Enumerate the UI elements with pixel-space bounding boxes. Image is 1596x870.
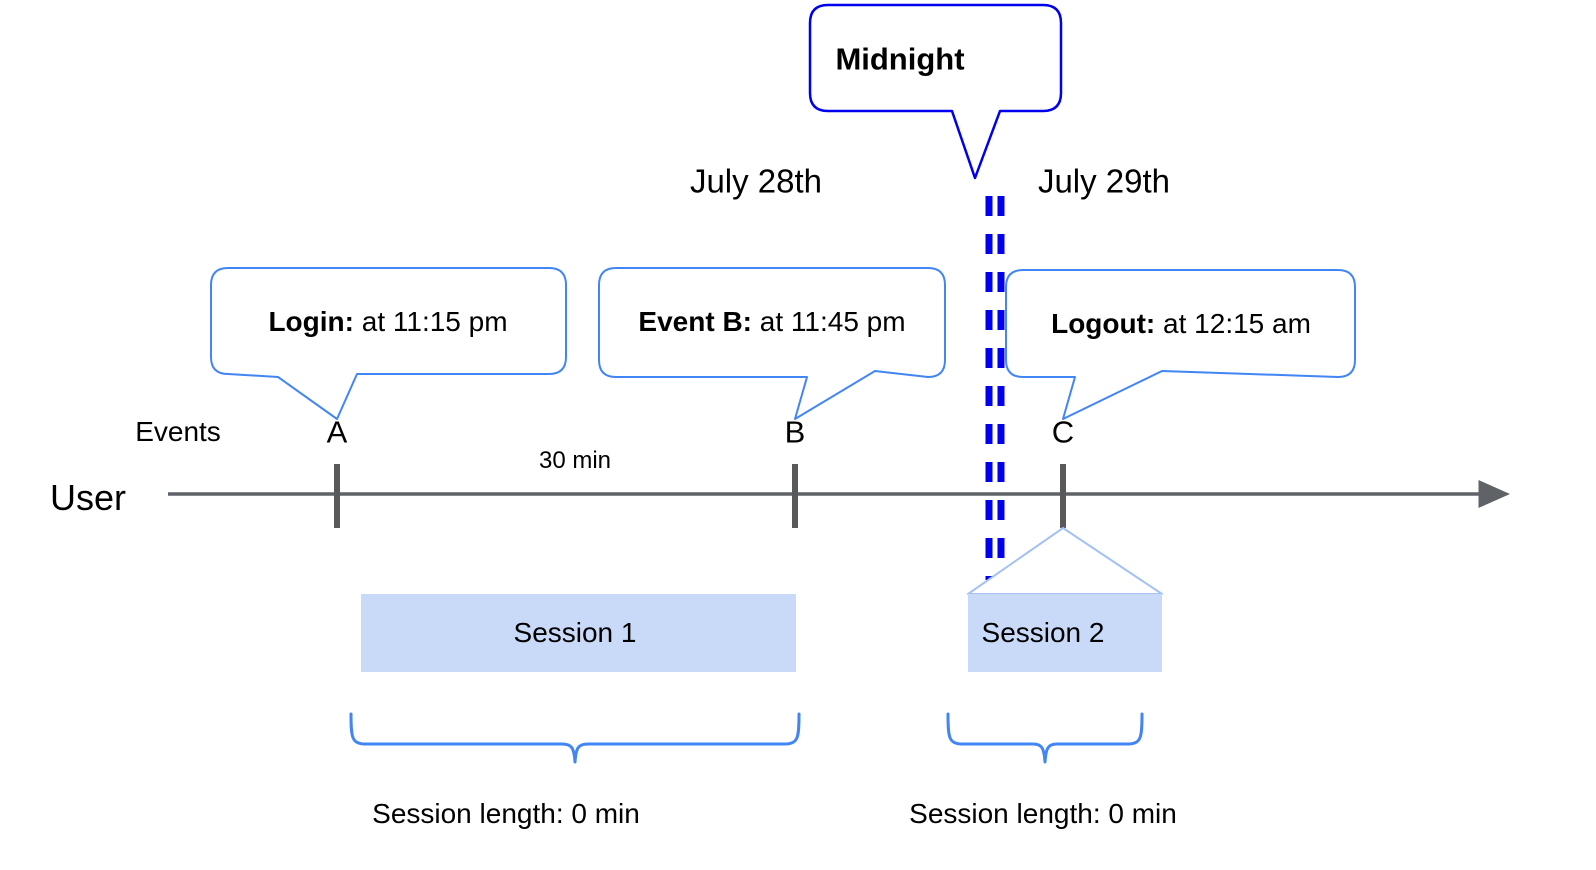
session-2-length-label: Session length: 0 min bbox=[909, 798, 1177, 829]
event-marker-label-a: A bbox=[326, 414, 348, 450]
event-callout-b-text: Event B: at 11:45 pm bbox=[638, 308, 905, 336]
event-callout-c-detail: at 12:15 am bbox=[1155, 308, 1311, 339]
session-1-bar bbox=[361, 594, 796, 672]
event-callout-b-detail: at 11:45 pm bbox=[752, 306, 906, 337]
session-1-length-label: Session length: 0 min bbox=[372, 798, 640, 829]
session-1-brace bbox=[349, 712, 801, 764]
session-2-label: Session 2 bbox=[981, 617, 1105, 648]
session-2-bar bbox=[968, 594, 1162, 672]
event-callout-a-text: Login: at 11:15 pm bbox=[268, 308, 507, 336]
event-callout-c-text: Logout: at 12:15 am bbox=[1051, 310, 1311, 338]
date-label-right: July 29th bbox=[1037, 162, 1171, 200]
event-marker-label-b: B bbox=[784, 414, 806, 450]
event-marker-label-c: C bbox=[1051, 414, 1075, 450]
session-2-funnel bbox=[967, 527, 1163, 595]
midnight-callout-label: Midnight bbox=[835, 41, 965, 77]
date-label-left: July 28th bbox=[689, 162, 823, 200]
event-callout-a-detail: at 11:15 pm bbox=[353, 306, 508, 337]
row-label-user: User bbox=[49, 477, 127, 518]
row-label-events: Events bbox=[135, 416, 221, 447]
gap-duration-label: 30 min bbox=[538, 447, 612, 474]
session-2-brace bbox=[946, 712, 1144, 764]
midnight-callout-shape bbox=[808, 3, 1063, 180]
event-callout-b-title: Event B: bbox=[638, 306, 752, 337]
session-1-label: Session 1 bbox=[513, 617, 637, 648]
event-callout-a-shape bbox=[210, 267, 567, 420]
event-callout-a-title: Login: bbox=[268, 306, 354, 337]
event-callout-c-title: Logout: bbox=[1051, 308, 1156, 339]
event-callout-b-shape bbox=[598, 267, 946, 420]
event-callout-c-shape bbox=[1005, 269, 1356, 420]
